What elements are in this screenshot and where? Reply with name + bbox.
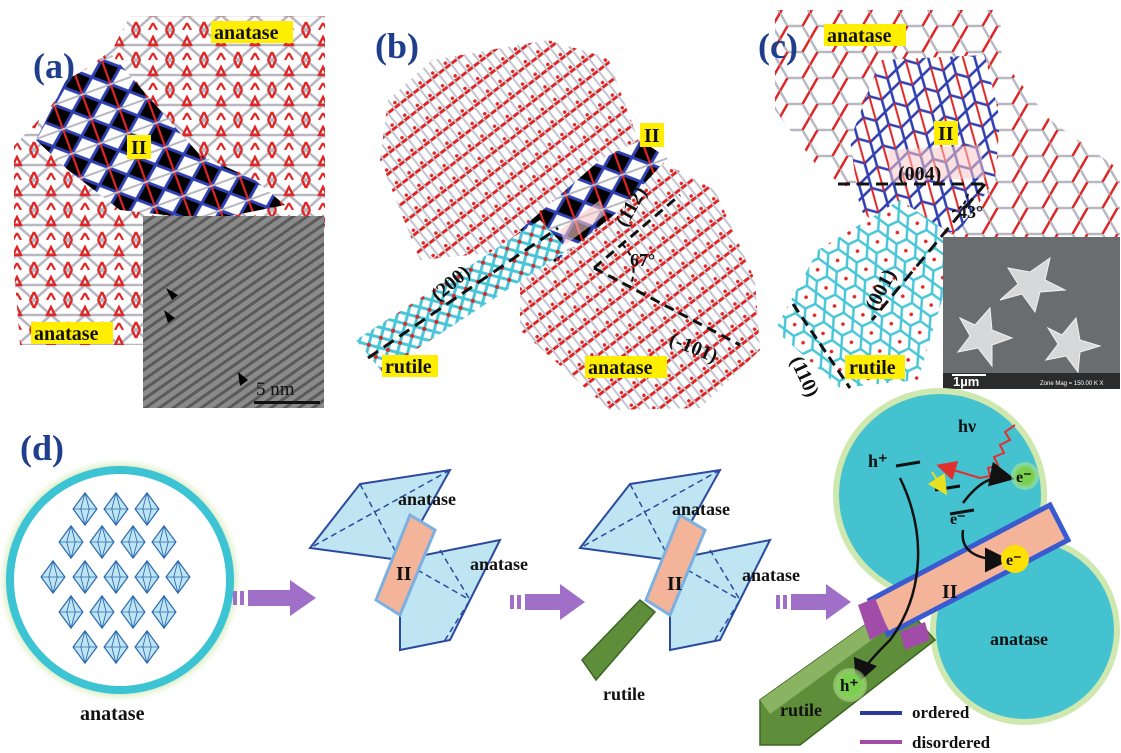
panel-a: (a) anatase II anatase 5 nm [14,16,325,408]
panel-a-scale-bar [254,401,320,404]
legend-ordered: ordered [912,703,970,722]
panel-a-interface-ii [36,55,285,220]
step4-electron-2: e⁻ [950,511,966,528]
panel-b-letter: (b) [375,26,419,66]
step4-interface: II [942,581,958,603]
step2-anatase-top: anatase [398,489,456,509]
sem-particles [956,256,1102,374]
panel-a-anatase-bottom: anatase [34,323,99,345]
step4-anatase: anatase [990,629,1048,649]
panel-c: (c) anatase II (004) (001) (110) 43° rut… [758,10,1120,400]
step4-hole-bottom: h⁺ [840,676,858,695]
panel-c-angle: 43° [958,202,983,222]
step3-interface: II [667,573,683,595]
panel-c-sem-caption: Zone Mag = 150.00 K X [1040,381,1104,387]
panel-c-label-ii: II [938,123,954,145]
panel-a-tem-inset [143,216,324,408]
panel-b-interface-ii [520,140,668,262]
step4-electron-1: e⁻ [1016,469,1032,486]
step2-interface: II [396,563,412,585]
process-arrow-3 [776,584,851,620]
step3-anatase-top: anatase [672,499,730,519]
legend-disordered: disordered [912,733,991,752]
step4-electron-3: e⁻ [1006,552,1022,569]
panel-b-label-ii: II [644,125,660,147]
step2-crystals [308,468,502,652]
panel-c-plane-004: (004) [898,163,941,185]
panel-c-sem-scale: 1µm [953,374,979,389]
process-arrow-2 [510,584,585,620]
panel-a-letter: (a) [33,46,75,86]
panel-c-anatase: anatase [827,25,892,47]
step3-anatase-right: anatase [742,565,800,585]
step4-scheme [759,388,1120,746]
legend: ordered disordered [860,703,991,752]
panel-c-letter: (c) [758,26,798,66]
legend-swatch-disordered [860,740,902,744]
step4-rutile: rutile [780,700,822,720]
panel-c-sem-inset [943,237,1120,389]
panel-d: (d) anatase [0,388,1120,752]
step4-hole-top: h⁺ [868,451,888,471]
step2-anatase-right: anatase [470,554,528,574]
panel-d-letter: (d) [20,428,64,468]
process-arrow-1 [233,580,316,616]
panel-b-rutile: rutile [385,356,432,378]
panel-a-label-ii: II [131,137,147,159]
sphere-label: anatase [80,703,145,725]
panel-a-anatase-top: anatase [214,22,279,44]
panel-b: (b) II (200) (112) (-101) 67° rutile ana… [356,26,760,410]
panel-c-rutile: rutile [849,357,896,379]
step3-rutile: rutile [603,684,645,704]
legend-swatch-ordered [860,711,902,715]
panel-b-angle: 67° [630,250,655,270]
panel-a-scale-text: 5 nm [256,379,295,400]
step4-hv: hν [958,416,976,436]
step3-crystals [578,468,772,682]
panel-b-anatase: anatase [588,357,653,379]
panel-c-rutile-rod [775,200,960,388]
